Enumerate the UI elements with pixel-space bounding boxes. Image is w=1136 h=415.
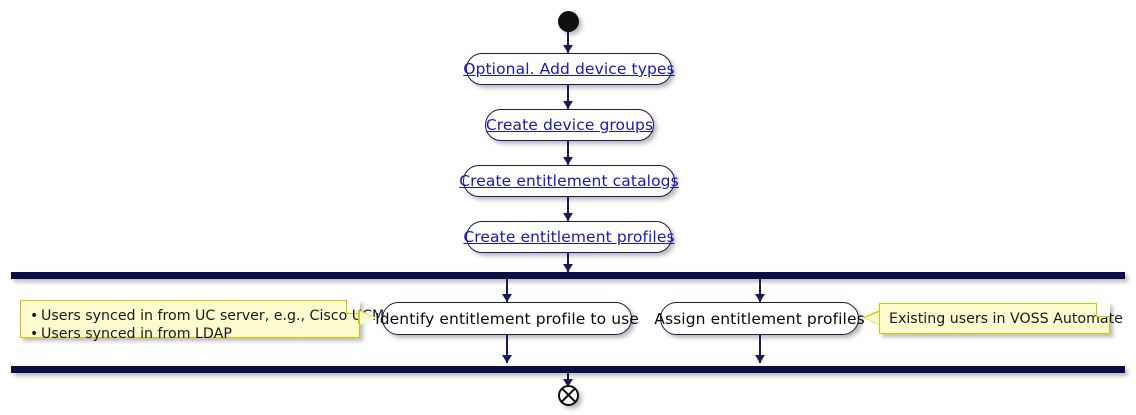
arrowhead-join2 bbox=[755, 355, 765, 363]
activity-create-entitlement-catalogs[interactable]: Create entitlement catalogs bbox=[459, 165, 679, 197]
activity-create-device-groups[interactable]: Create device groups bbox=[485, 109, 654, 141]
edge-fork-to-branch2 bbox=[759, 279, 761, 302]
activity-label: Identify entitlement profile to use bbox=[375, 309, 639, 328]
activity-create-entitlement-profiles[interactable]: Create entitlement profiles bbox=[463, 221, 675, 253]
note-right-existing-users: Existing users in VOSS Automate bbox=[879, 303, 1123, 334]
arrowhead-step1 bbox=[563, 45, 573, 53]
edge-step2-to-step3 bbox=[567, 141, 569, 165]
activity-label: Create entitlement catalogs bbox=[459, 172, 679, 190]
activity-optional-add-device-types[interactable]: Optional. Add device types bbox=[463, 53, 675, 85]
edge-start-to-step1 bbox=[567, 32, 569, 53]
end-node bbox=[558, 385, 579, 406]
activity-identify-entitlement-profile[interactable]: Identify entitlement profile to use bbox=[375, 302, 639, 335]
activity-assign-entitlement-profiles[interactable]: Assign entitlement profiles bbox=[654, 302, 865, 335]
activity-label: Optional. Add device types bbox=[463, 60, 675, 78]
start-node bbox=[558, 11, 579, 32]
edge-branch2-to-join bbox=[759, 335, 761, 363]
arrowhead-branch2 bbox=[755, 294, 765, 302]
note-text: Existing users in VOSS Automate bbox=[889, 310, 1123, 327]
arrowhead-step4 bbox=[563, 213, 573, 221]
edge-step4-to-fork bbox=[567, 253, 569, 273]
activity-label: Assign entitlement profiles bbox=[654, 309, 865, 328]
note-bullet-item: Users synced in from UC server, e.g., Ci… bbox=[30, 307, 384, 325]
edge-fork-to-branch1 bbox=[506, 279, 508, 302]
activity-label: Create device groups bbox=[485, 116, 654, 134]
note-bullet-list: Users synced in from UC server, e.g., Ci… bbox=[30, 307, 384, 343]
note-right-connector bbox=[865, 311, 881, 325]
join-bar bbox=[11, 366, 1125, 373]
arrowhead-end bbox=[563, 379, 573, 387]
edge-step3-to-step4 bbox=[567, 197, 569, 221]
fork-bar bbox=[11, 272, 1125, 279]
note-left-connector bbox=[360, 311, 376, 325]
arrowhead-step3 bbox=[563, 157, 573, 165]
note-left-user-sync: Users synced in from UC server, e.g., Ci… bbox=[20, 300, 384, 343]
arrowhead-join1 bbox=[502, 355, 512, 363]
note-fold-icon bbox=[1096, 303, 1110, 317]
arrowhead-fork bbox=[563, 264, 573, 272]
edge-step1-to-step2 bbox=[567, 85, 569, 109]
arrowhead-step2 bbox=[563, 101, 573, 109]
edge-branch1-to-join bbox=[506, 335, 508, 363]
activity-label: Create entitlement profiles bbox=[463, 228, 675, 246]
note-bullet-item: Users synced in from LDAP bbox=[30, 325, 349, 343]
arrowhead-branch1 bbox=[502, 294, 512, 302]
